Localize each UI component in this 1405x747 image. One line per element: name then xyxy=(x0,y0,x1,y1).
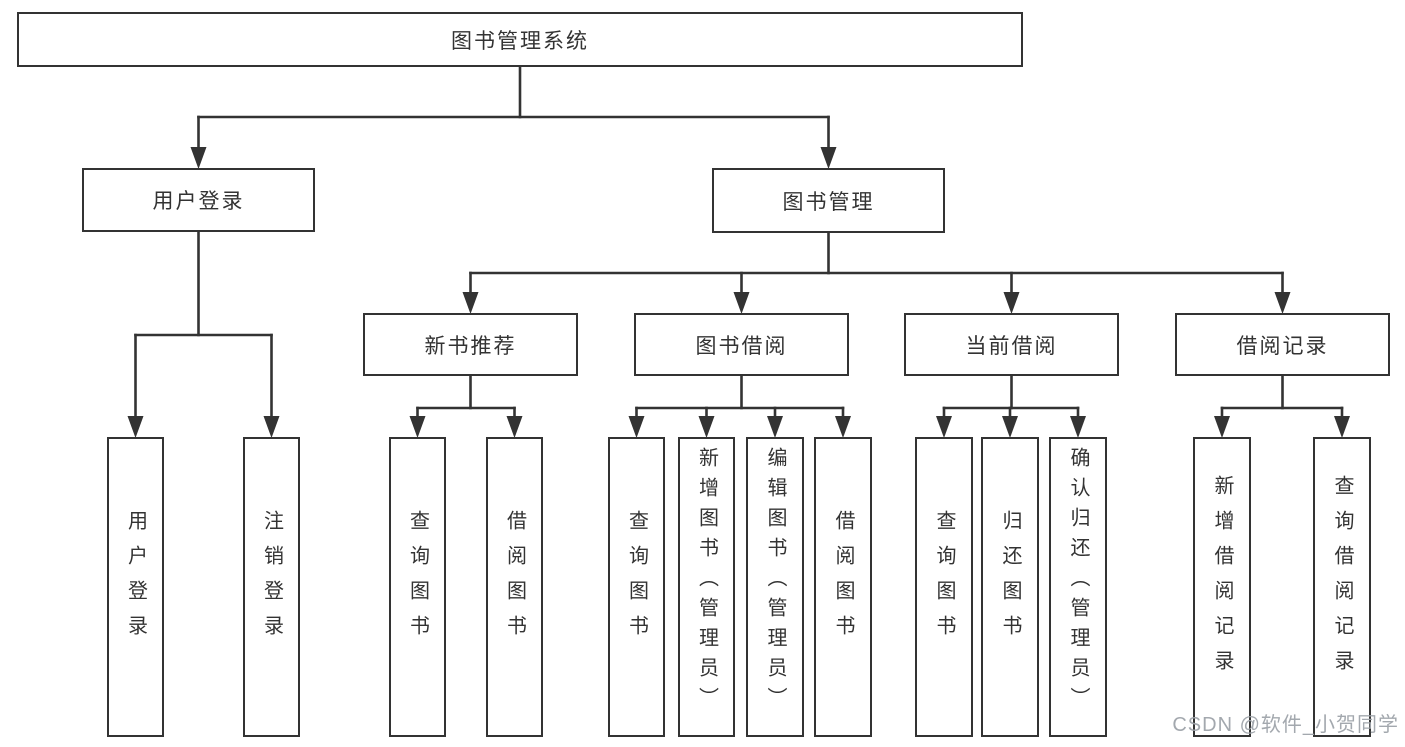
arrowhead-icon xyxy=(409,416,426,438)
diagram-node-borrow-record: 借阅记录 xyxy=(1175,313,1390,376)
diagram-node-root: 图书管理系统 xyxy=(17,12,1023,67)
diagram-node-bb-add: 新增图书（管理员） xyxy=(678,437,735,737)
node-label: 查询图书 xyxy=(625,509,648,650)
arrowhead-icon xyxy=(936,416,952,438)
diagram-node-new-book-rec: 新书推荐 xyxy=(363,313,578,376)
node-label: 新增图书（管理员） xyxy=(695,447,718,717)
arrowhead-icon xyxy=(835,416,851,438)
node-label: 查询图书 xyxy=(406,509,429,650)
diagram-node-cb-query: 查询图书 xyxy=(915,437,973,737)
diagram-node-br-query: 查询借阅记录 xyxy=(1313,437,1371,737)
diagram-node-bb-query: 查询图书 xyxy=(608,437,665,737)
node-label: 当前借阅 xyxy=(965,334,1058,358)
node-label: 归还图书 xyxy=(999,509,1021,650)
node-label: 借阅记录 xyxy=(1236,334,1329,358)
arrowhead-icon xyxy=(190,147,207,169)
watermark: CSDN @软件_小贺同学 xyxy=(1172,714,1399,736)
node-label: 用户登录 xyxy=(152,190,245,213)
arrowhead-icon xyxy=(733,292,750,314)
arrowhead-icon xyxy=(1214,416,1230,438)
arrowhead-icon xyxy=(767,416,783,438)
arrowhead-icon xyxy=(1334,416,1350,438)
arrowhead-icon xyxy=(820,147,837,169)
diagram-node-cb-return: 归还图书 xyxy=(981,437,1039,737)
diagram-node-login: 用户登录 xyxy=(107,437,164,737)
node-label: 图书管理 xyxy=(782,190,875,214)
diagram-node-book-mgmt: 图书管理 xyxy=(712,168,945,233)
arrowhead-icon xyxy=(1274,292,1291,314)
node-label: 确认归还（管理员） xyxy=(1067,447,1089,717)
arrowhead-icon xyxy=(127,416,144,438)
node-label: 借阅图书 xyxy=(503,509,526,650)
diagram-node-nb-query: 查询图书 xyxy=(389,437,446,737)
diagram-node-user-login: 用户登录 xyxy=(82,168,315,232)
diagram-node-br-add: 新增借阅记录 xyxy=(1193,437,1251,737)
diagram-node-bb-borrow: 借阅图书 xyxy=(814,437,872,737)
diagram-node-nb-borrow: 借阅图书 xyxy=(486,437,543,737)
diagram-node-book-borrow: 图书借阅 xyxy=(634,313,849,376)
node-label: 新书推荐 xyxy=(424,334,517,358)
node-label: 注销登录 xyxy=(260,509,283,650)
node-label: 图书管理系统 xyxy=(451,29,589,53)
arrowhead-icon xyxy=(1003,292,1020,314)
arrowhead-icon xyxy=(1070,416,1086,438)
diagram-node-logout: 注销登录 xyxy=(243,437,300,737)
node-label: 编辑图书（管理员） xyxy=(764,447,786,717)
arrowhead-icon xyxy=(1002,416,1018,438)
node-label: 借阅图书 xyxy=(832,509,854,650)
arrowhead-icon xyxy=(628,416,645,438)
node-label: 新增借阅记录 xyxy=(1211,474,1233,685)
node-label: 查询图书 xyxy=(933,509,955,650)
node-label: 查询借阅记录 xyxy=(1331,474,1353,685)
arrowhead-icon xyxy=(506,416,523,438)
arrowhead-icon xyxy=(698,416,715,438)
diagram-node-bb-edit: 编辑图书（管理员） xyxy=(746,437,804,737)
arrowhead-icon xyxy=(462,292,479,314)
node-label: 图书借阅 xyxy=(695,334,788,358)
arrowhead-icon xyxy=(263,416,280,438)
node-label: 用户登录 xyxy=(124,509,147,650)
diagram-node-cb-confirm: 确认归还（管理员） xyxy=(1049,437,1107,737)
diagram-node-current-borrow: 当前借阅 xyxy=(904,313,1119,376)
